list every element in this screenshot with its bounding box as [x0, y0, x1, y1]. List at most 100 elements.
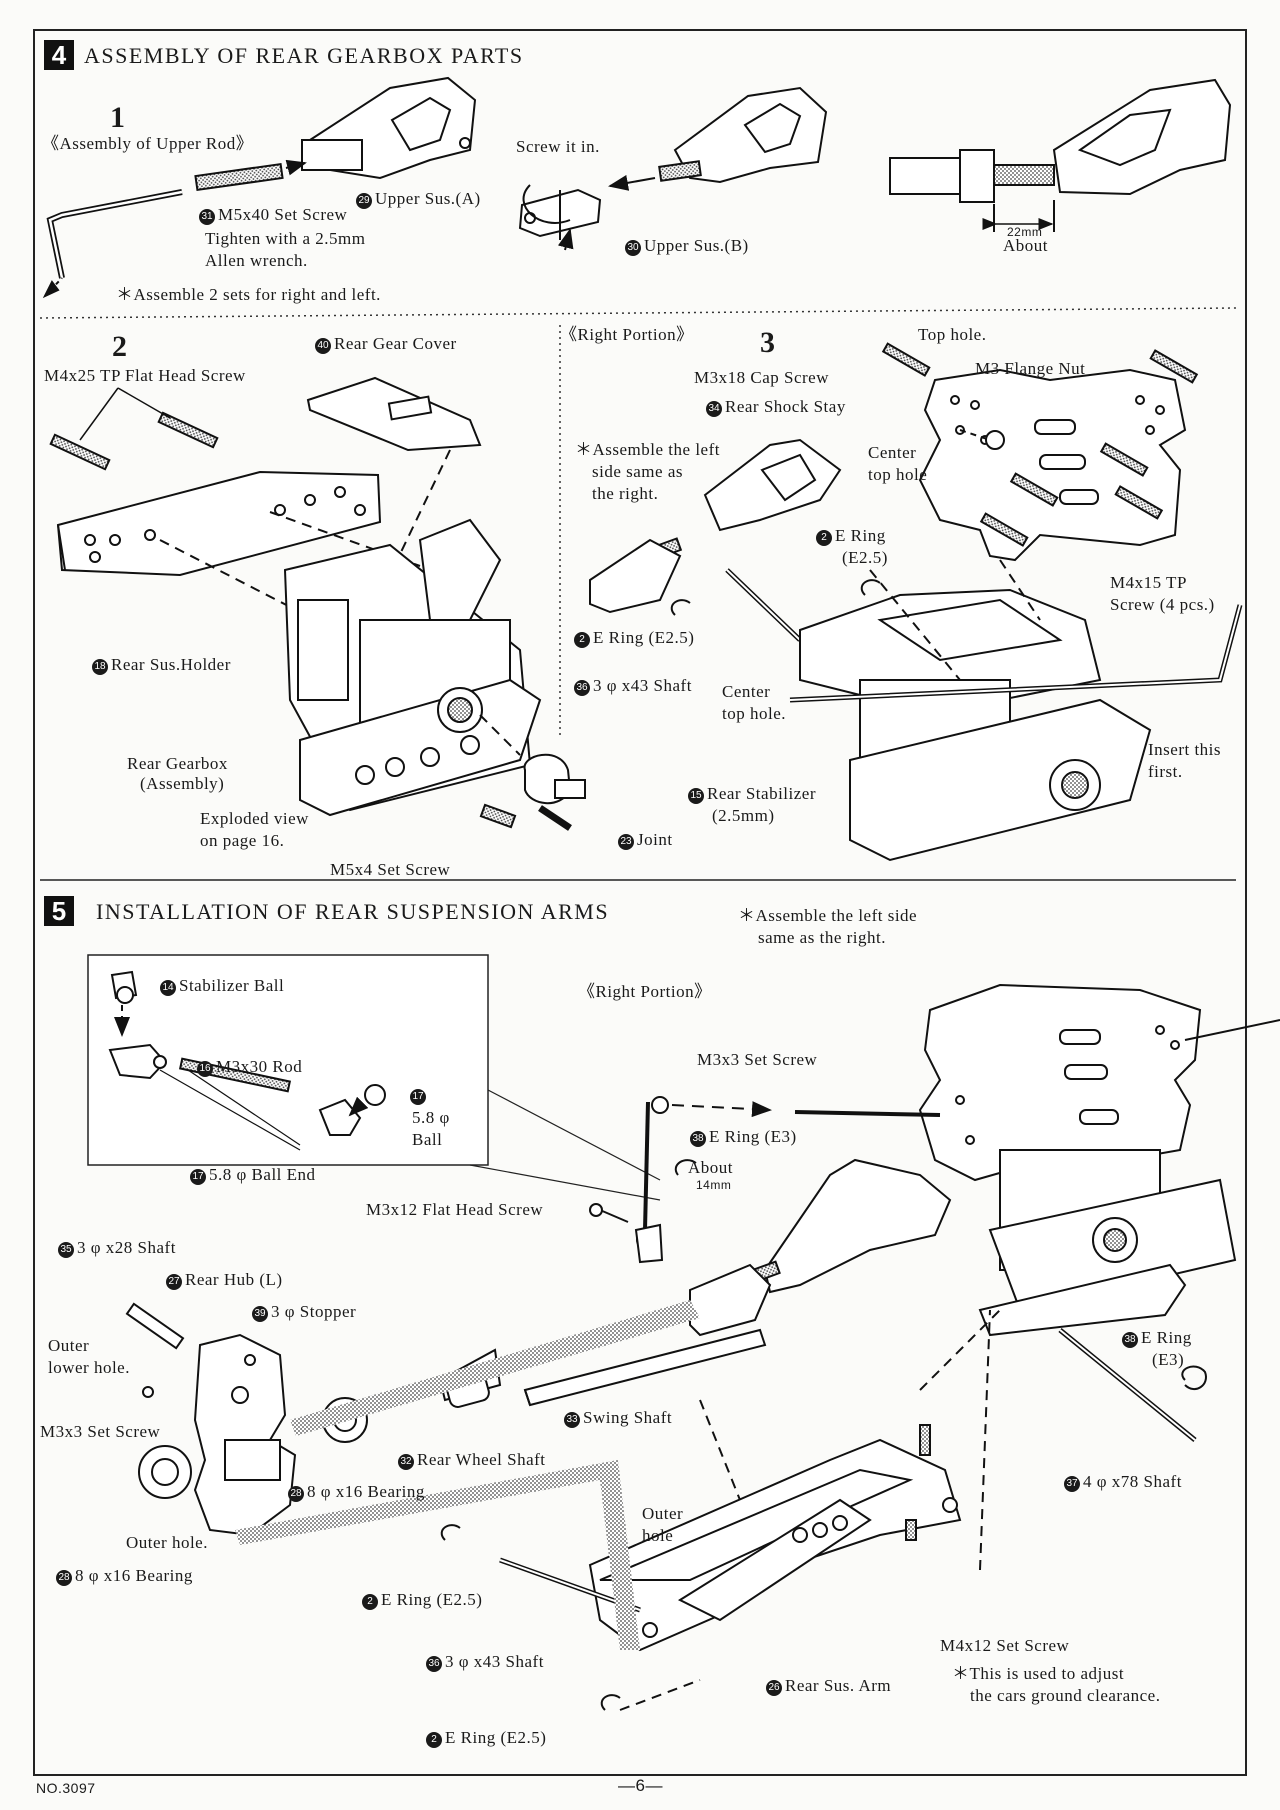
step-number-1: 1: [110, 101, 126, 134]
part-number-badge: 17: [410, 1089, 426, 1105]
part-number-badge: 28: [288, 1486, 304, 1502]
section-number-badge-5: 5: [44, 896, 74, 926]
label-tighten-1: Tighten with a 2.5mm: [205, 229, 366, 248]
note-assemble-two-sets: ＊Assemble 2 sets for right and left.: [116, 285, 381, 304]
label-rear-stabilizer-size: (2.5mm): [712, 806, 775, 825]
label-m4x25-flat-head-screw: M4x25 TP Flat Head Screw: [44, 366, 246, 385]
part-number-badge: 32: [398, 1454, 414, 1470]
section-number-badge: 4: [44, 40, 74, 70]
label-exploded-view-2: on page 16.: [200, 831, 285, 850]
part-number-badge: 31: [199, 209, 215, 225]
section5-title: INSTALLATION OF REAR SUSPENSION ARMS: [96, 899, 610, 924]
right-portion-label: 《Right Portion》: [578, 982, 712, 1001]
part-number-badge: 16: [197, 1061, 213, 1077]
document-number: NO.3097: [36, 1780, 96, 1796]
label-m3x12-flat-head-screw: M3x12 Flat Head Screw: [366, 1200, 544, 1219]
part-number-badge: 29: [356, 193, 372, 209]
note-assemble-left-3: the right.: [592, 484, 659, 503]
note-assemble-left-2: side same as: [592, 462, 683, 481]
label-screw-it-in: Screw it in.: [516, 137, 600, 156]
label-m4x15-tp-screw-2: Screw (4 pcs.): [1110, 595, 1215, 614]
note-assemble-left-side-1: ＊Assemble the left side: [738, 906, 918, 925]
part-number-badge: 35: [58, 1242, 74, 1258]
label-ball-number: 17: [410, 1085, 429, 1105]
part-number-badge: 2: [574, 632, 590, 648]
part-number-badge: 36: [574, 680, 590, 696]
label-ball-size: 5.8 φ: [412, 1108, 450, 1127]
label-about-turnbuckle: About: [688, 1158, 733, 1177]
step-number-2: 2: [112, 330, 128, 363]
note-ground-clearance-2: the cars ground clearance.: [970, 1686, 1161, 1705]
part-number-badge: 2: [362, 1594, 378, 1610]
part-number-badge: 40: [315, 338, 331, 354]
divider-step1: [39, 307, 1237, 319]
label-tighten-2: Allen wrench.: [205, 251, 308, 270]
label-outer-lower-hole-2: lower hole.: [48, 1358, 130, 1377]
suspension-arm-assembly: [125, 983, 1280, 1711]
part-number-badge: 30: [625, 240, 641, 256]
shock-stay-step: [589, 342, 1243, 862]
step1-subtitle: 《Assembly of Upper Rod》: [42, 134, 254, 153]
guide-band-2: [235, 1460, 640, 1650]
label-m3x3-set-screw-hub: M3x3 Set Screw: [40, 1422, 161, 1441]
part-number-badge: 28: [56, 1570, 72, 1586]
part-number-badge: 39: [252, 1306, 268, 1322]
label-ball: Ball: [412, 1130, 443, 1149]
part-number-badge: 14: [160, 980, 176, 996]
note-ground-clearance-1: ＊This is used to adjust: [952, 1664, 1125, 1683]
upper-rod-step: [42, 76, 1232, 299]
part-number-badge: 2: [816, 530, 832, 546]
label-m3x3-set-screw: M3x3 Set Screw: [697, 1050, 818, 1069]
label-e-ring-top-size: (E2.5): [842, 548, 888, 567]
part-number-badge: 38: [690, 1131, 706, 1147]
label-center-top-hole-1: Center: [868, 443, 917, 462]
step3-subtitle: 《Right Portion》: [560, 325, 694, 344]
label-insert-this-first-2: first.: [1148, 762, 1183, 781]
part-number-badge: 2: [426, 1732, 442, 1748]
label-m4x15-tp-screw-1: M4x15 TP: [1110, 573, 1187, 592]
label-m3-flange-nut: M3 Flange Nut: [975, 359, 1086, 378]
label-top-hole: Top hole.: [918, 325, 987, 344]
label-outer-hole-arm-1: Outer: [642, 1504, 684, 1523]
guide-band-1: [290, 1300, 700, 1436]
step-number-3: 3: [760, 326, 776, 359]
label-rear-gearbox-2: (Assembly): [140, 774, 225, 793]
part-number-badge: 37: [1064, 1476, 1080, 1492]
part-number-badge: 26: [766, 1680, 782, 1696]
label-outer-hole-hub: Outer hole.: [126, 1533, 208, 1552]
label-center-top-hole-3: Center: [722, 682, 771, 701]
label-outer-lower-hole-1: Outer: [48, 1336, 90, 1355]
label-about: About: [1003, 236, 1048, 255]
label-e-ring-right-size: (E3): [1152, 1350, 1185, 1369]
part-number-badge: 17: [190, 1169, 206, 1185]
part-number-badge: 27: [166, 1274, 182, 1290]
part-number-badge: 33: [564, 1412, 580, 1428]
section-title: ASSEMBLY OF REAR GEARBOX PARTS: [84, 43, 524, 68]
part-number-badge: 38: [1122, 1332, 1138, 1348]
label-insert-this-first-1: Insert this: [1148, 740, 1222, 759]
